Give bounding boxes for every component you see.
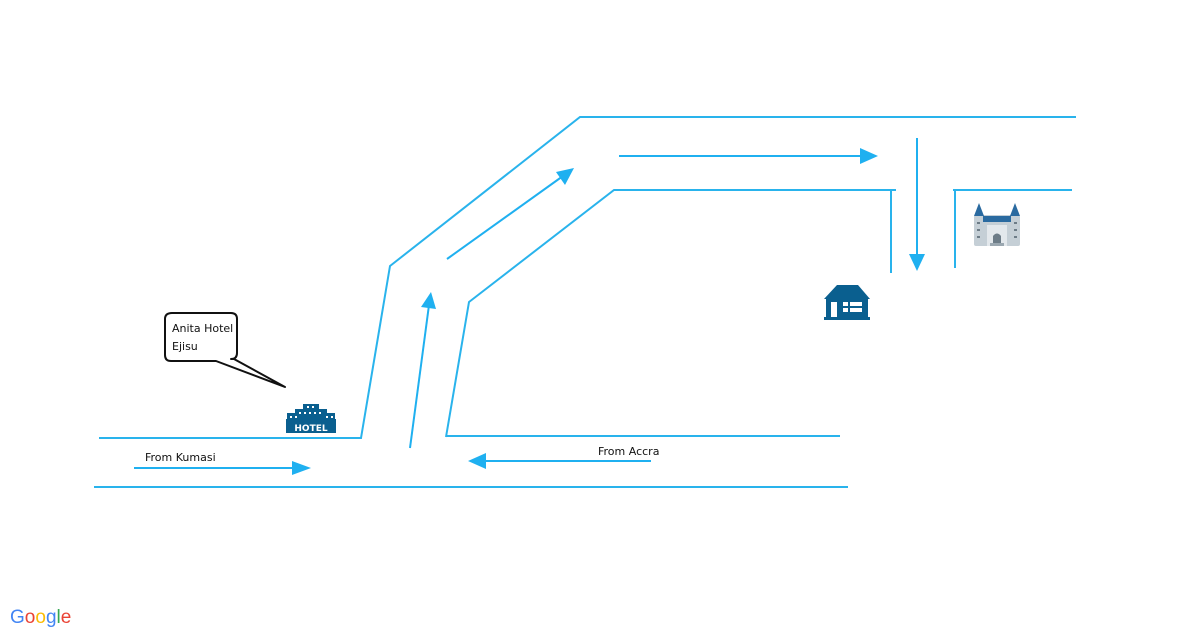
arrow-south bbox=[909, 138, 925, 271]
arrow-diagonal bbox=[446, 168, 574, 260]
road-inner-edge bbox=[445, 189, 896, 438]
hotel-icon: HOTEL bbox=[286, 404, 336, 434]
hotel-callout: Anita Hotel Ejisu bbox=[164, 312, 286, 388]
arrow-from-accra bbox=[468, 453, 651, 469]
house-icon bbox=[824, 285, 870, 320]
arrow-east bbox=[619, 148, 878, 164]
arrow-up-junction bbox=[409, 292, 436, 449]
callout-line-1: Anita Hotel bbox=[172, 322, 233, 335]
label-from-kumasi: From Kumasi bbox=[145, 451, 216, 464]
google-logo: Google bbox=[10, 607, 71, 628]
road-upper-edge bbox=[99, 116, 1076, 439]
arrow-from-kumasi bbox=[134, 461, 311, 475]
callout-line-2: Ejisu bbox=[172, 340, 198, 353]
roads bbox=[94, 116, 1076, 488]
label-from-accra: From Accra bbox=[598, 445, 659, 458]
direction-arrows bbox=[134, 138, 925, 475]
hotel-sign-text: HOTEL bbox=[294, 424, 327, 434]
castle-icon bbox=[974, 203, 1020, 246]
